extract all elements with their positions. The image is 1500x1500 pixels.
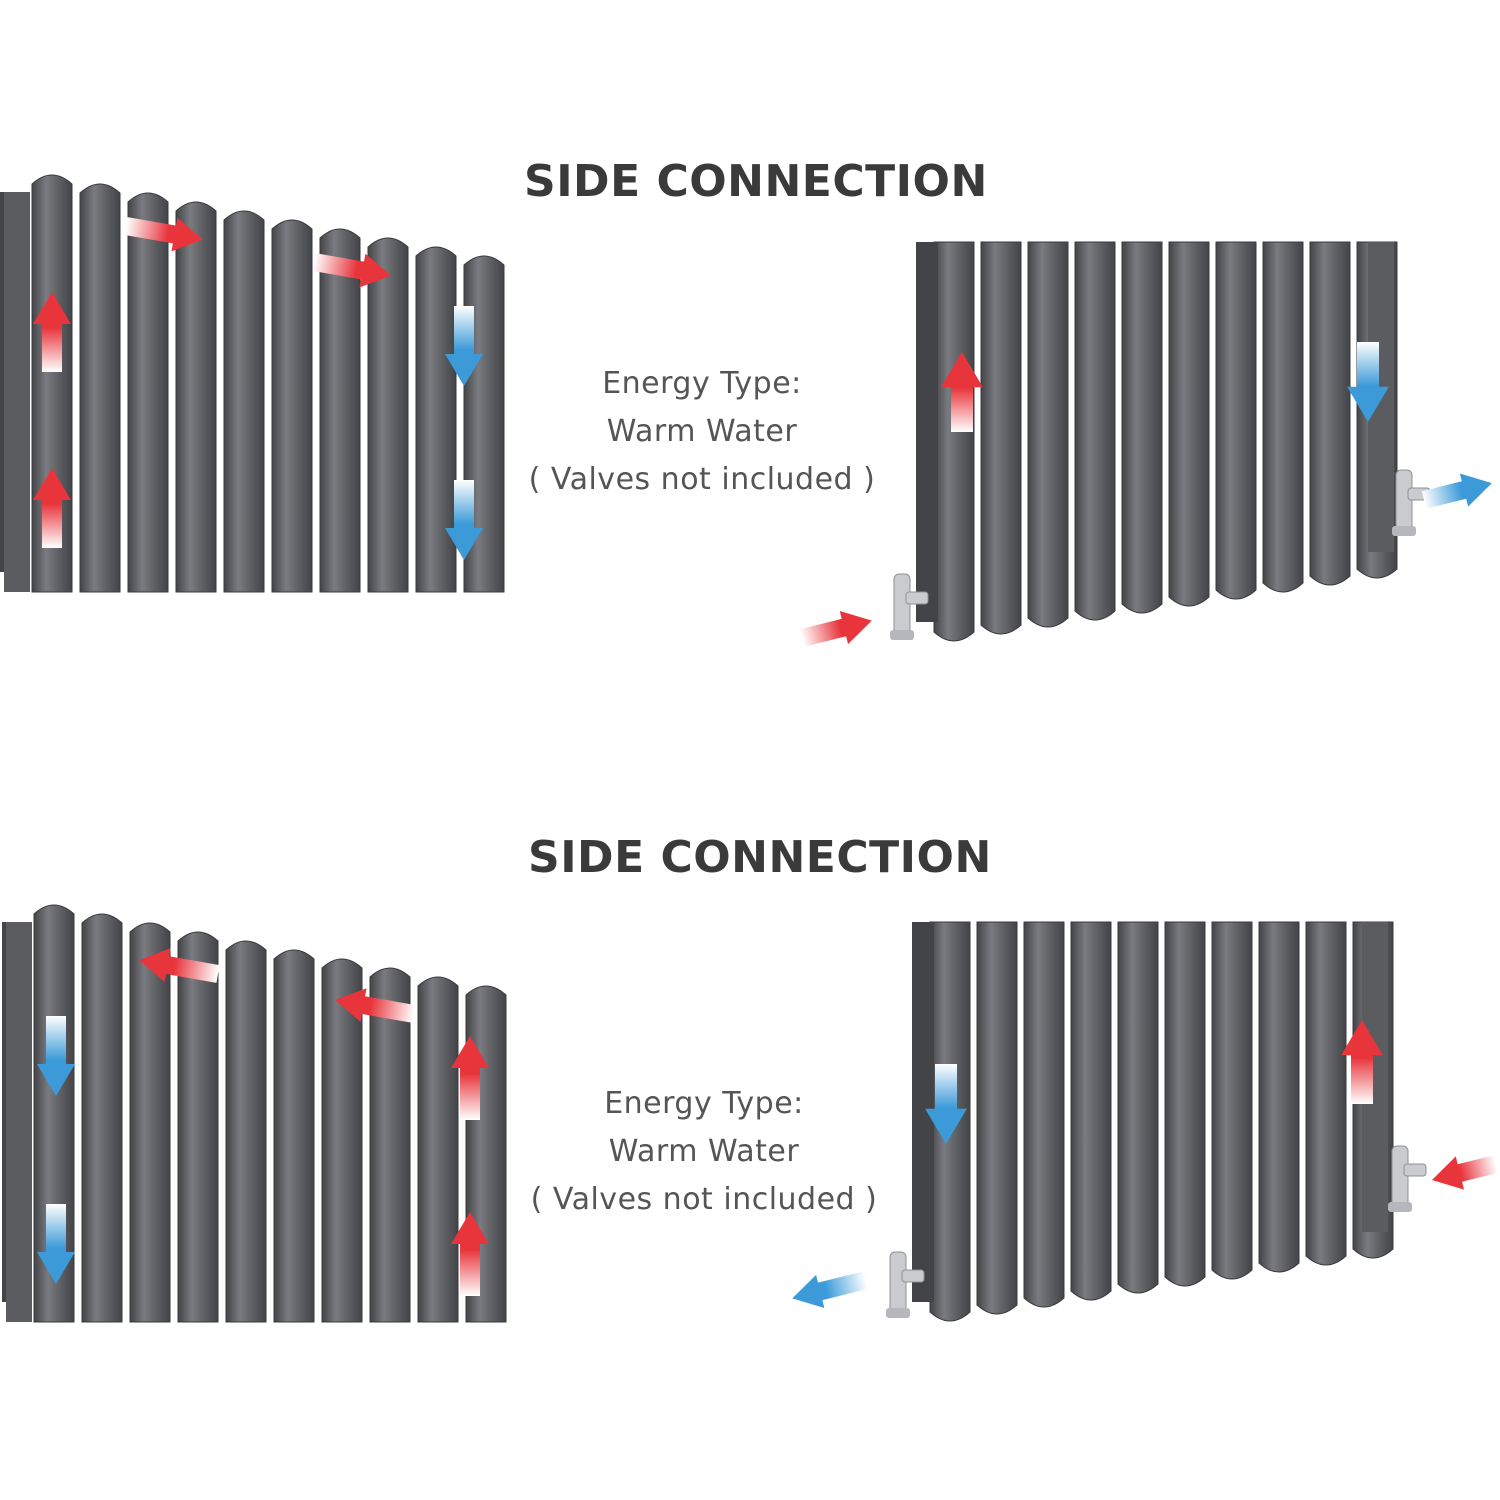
- energy-type-value: Warm Water: [608, 1134, 800, 1169]
- radiator-diagram-top: [0, 174, 1492, 647]
- valve-icon: [886, 1251, 925, 1318]
- valve-icon: [1388, 1145, 1427, 1212]
- hot-up-arrow: [941, 352, 983, 432]
- cold-outlet-arrow: [792, 1271, 869, 1309]
- hot-left-arrow: [139, 948, 220, 983]
- radiator-tube: [1023, 921, 1065, 1308]
- radiator-tube: [129, 922, 171, 1323]
- hot-up-arrow: [33, 468, 71, 548]
- radiator-closeup: [0, 174, 505, 593]
- radiator-tube: [1027, 241, 1069, 628]
- radiator-tube: [273, 949, 315, 1323]
- radiator-full: [912, 921, 1394, 1322]
- radiator-side-pipe: [912, 922, 934, 1302]
- radiator-tube: [1074, 241, 1116, 621]
- radiator-tube: [1305, 921, 1347, 1266]
- radiator-closeup: [2, 904, 507, 1323]
- cold-down-arrow: [445, 480, 483, 560]
- radiator-tube: [1211, 921, 1253, 1280]
- connection-panel-bottom: SIDE CONNECTION Energy Type: Warm Water …: [0, 680, 1500, 1360]
- hot-inlet-arrow: [799, 610, 872, 647]
- hot-left-arrow: [335, 988, 416, 1023]
- radiator-tube: [79, 183, 121, 593]
- radiator-tube: [417, 976, 459, 1323]
- radiator-tube: [271, 219, 313, 593]
- hot-up-arrow: [451, 1212, 489, 1296]
- radiator-tube: [415, 246, 457, 593]
- hot-up-arrow: [451, 1036, 489, 1120]
- cold-outlet-arrow: [1421, 473, 1492, 509]
- radiator-tube: [321, 958, 363, 1323]
- valve-icon: [1392, 469, 1431, 536]
- radiator-tube: [976, 921, 1018, 1315]
- radiator-tube: [1258, 921, 1300, 1273]
- radiator-tube: [1164, 921, 1206, 1287]
- energy-type-value: Warm Water: [606, 414, 798, 449]
- cold-down-arrow: [1347, 342, 1389, 422]
- radiator-tube: [127, 192, 169, 593]
- panel-heading: SIDE CONNECTION: [524, 156, 988, 207]
- cold-down-arrow: [925, 1064, 967, 1144]
- radiator-side-pipe: [916, 242, 938, 622]
- energy-info: Energy Type: Warm Water ( Valves not inc…: [492, 360, 912, 504]
- radiator-tube: [1215, 241, 1257, 600]
- radiator-tube: [223, 210, 265, 593]
- hot-right-arrow: [312, 253, 391, 288]
- radiator-tube: [1121, 241, 1163, 614]
- valve-icon: [890, 573, 929, 640]
- panel-heading: SIDE CONNECTION: [528, 832, 992, 883]
- radiator-tube: [1168, 241, 1210, 607]
- radiator-tube: [933, 241, 975, 642]
- radiator-tube: [1309, 241, 1351, 586]
- energy-type-label: Energy Type:: [602, 366, 802, 401]
- radiator-full: [916, 241, 1398, 642]
- cold-down-arrow: [445, 306, 483, 386]
- hot-inlet-arrow: [1431, 1155, 1499, 1190]
- radiator-tube: [367, 237, 409, 593]
- radiator-tube: [175, 201, 217, 593]
- valves-note: ( Valves not included ): [530, 1182, 878, 1217]
- radiator-tube: [1070, 921, 1112, 1301]
- radiator-tube: [81, 913, 123, 1323]
- radiator-tube: [319, 228, 361, 593]
- radiator-end-tube: [6, 922, 32, 1322]
- valves-note: ( Valves not included ): [528, 462, 876, 497]
- hot-right-arrow: [124, 217, 203, 252]
- hot-up-arrow: [1341, 1020, 1383, 1104]
- radiator-tube: [980, 241, 1022, 635]
- energy-info: Energy Type: Warm Water ( Valves not inc…: [494, 1080, 914, 1224]
- radiator-tube: [177, 931, 219, 1323]
- energy-type-label: Energy Type:: [604, 1086, 804, 1121]
- hot-up-arrow: [33, 292, 71, 372]
- radiator-tube: [369, 967, 411, 1323]
- connection-panel-top: SIDE CONNECTION Energy Type: Warm Water …: [0, 0, 1500, 680]
- radiator-tube: [1262, 241, 1304, 593]
- cold-down-arrow: [37, 1016, 75, 1096]
- cold-down-arrow: [37, 1204, 75, 1284]
- radiator-diagram-bottom: [2, 904, 1499, 1323]
- radiator-tube: [1117, 921, 1159, 1294]
- radiator-end-tube: [4, 192, 30, 592]
- radiator-tube: [225, 940, 267, 1323]
